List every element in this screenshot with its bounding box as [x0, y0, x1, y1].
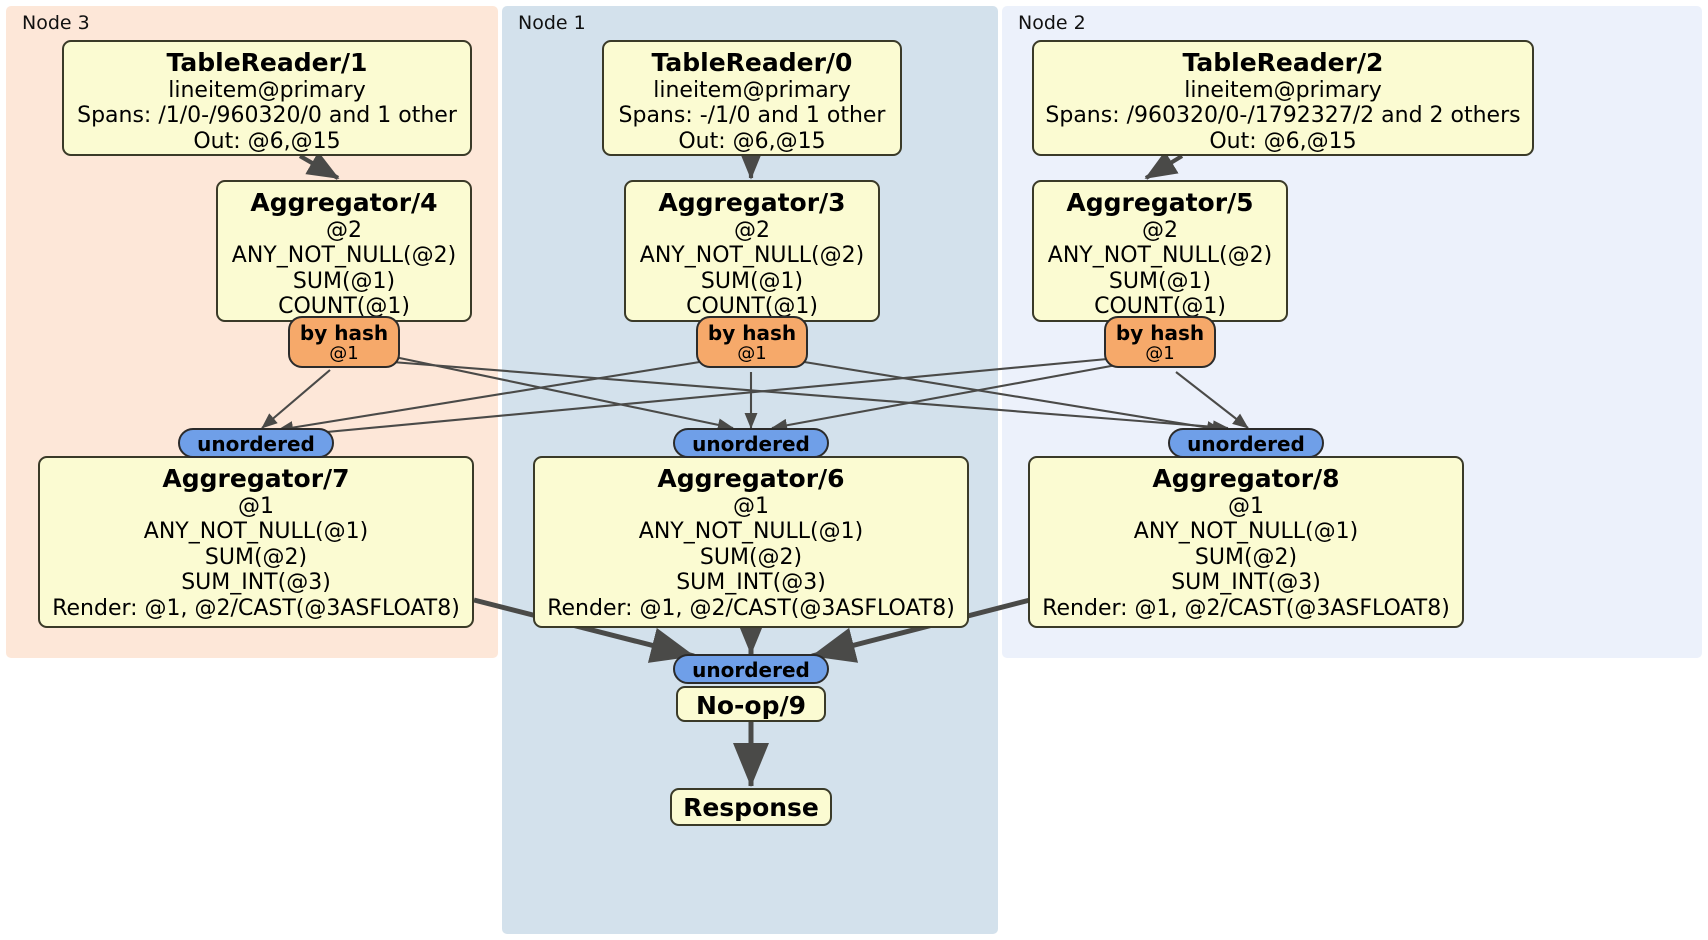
processor-title: Aggregator/6: [657, 464, 845, 493]
processor-line: @2: [1142, 217, 1178, 243]
processor-line: Out: @6,@15: [1209, 128, 1357, 154]
processor-line: COUNT(@1): [1094, 294, 1226, 320]
processor-aggregator-6[interactable]: Aggregator/6 @1 ANY_NOT_NULL(@1) SUM(@2)…: [533, 456, 969, 628]
processor-line: @2: [326, 217, 362, 243]
router-unordered-right[interactable]: unordered: [1168, 428, 1324, 458]
processor-table-reader-1[interactable]: TableReader/1 lineitem@primary Spans: /1…: [62, 40, 472, 156]
region-node-1-label: Node 1: [518, 12, 586, 34]
router-sublabel: @1: [329, 343, 359, 364]
processor-line: @2: [734, 217, 770, 243]
router-by-hash-right[interactable]: by hash @1: [1104, 316, 1216, 368]
processor-line: SUM(@1): [1108, 268, 1212, 294]
region-node-3-label: Node 3: [22, 12, 90, 34]
processor-line: ANY_NOT_NULL(@2): [639, 243, 865, 269]
processor-aggregator-4[interactable]: Aggregator/4 @2 ANY_NOT_NULL(@2) SUM(@1)…: [216, 180, 472, 322]
processor-title: TableReader/0: [651, 48, 853, 77]
processor-title: Response: [683, 793, 819, 822]
processor-response[interactable]: Response: [670, 788, 832, 826]
processor-line: lineitem@primary: [653, 77, 851, 103]
processor-line: Out: @6,@15: [678, 128, 826, 154]
processor-line: SUM(@1): [292, 268, 396, 294]
router-label: unordered: [197, 432, 315, 456]
processor-no-op-9[interactable]: No-op/9: [676, 686, 826, 722]
processor-title: TableReader/2: [1182, 48, 1384, 77]
processor-aggregator-5[interactable]: Aggregator/5 @2 ANY_NOT_NULL(@2) SUM(@1)…: [1032, 180, 1288, 322]
processor-line: SUM_INT(@3): [1171, 570, 1321, 596]
processor-table-reader-2[interactable]: TableReader/2 lineitem@primary Spans: /9…: [1032, 40, 1534, 156]
processor-line: Spans: /960320/0-/1792327/2 and 2 others: [1045, 103, 1521, 129]
processor-line: SUM(@2): [1194, 544, 1298, 570]
processor-line: Render: @1, @2/CAST(@3ASFLOAT8): [547, 595, 955, 621]
processor-line: Render: @1, @2/CAST(@3ASFLOAT8): [1042, 595, 1450, 621]
processor-aggregator-3[interactable]: Aggregator/3 @2 ANY_NOT_NULL(@2) SUM(@1)…: [624, 180, 880, 322]
processor-line: @1: [1228, 493, 1264, 519]
processor-line: SUM_INT(@3): [181, 570, 331, 596]
router-label: unordered: [1187, 432, 1305, 456]
processor-line: SUM_INT(@3): [676, 570, 826, 596]
router-sublabel: @1: [737, 343, 767, 364]
router-label: by hash: [707, 321, 797, 345]
processor-line: ANY_NOT_NULL(@2): [1047, 243, 1273, 269]
processor-line: Spans: /1/0-/960320/0 and 1 other: [77, 103, 457, 129]
router-unordered-left[interactable]: unordered: [178, 428, 334, 458]
processor-line: lineitem@primary: [168, 77, 366, 103]
router-label: by hash: [299, 321, 389, 345]
processor-line: ANY_NOT_NULL(@1): [638, 519, 864, 545]
processor-title: Aggregator/3: [658, 188, 846, 217]
router-label: unordered: [692, 658, 810, 682]
processor-line: SUM(@2): [699, 544, 803, 570]
router-unordered-final[interactable]: unordered: [673, 654, 829, 684]
router-sublabel: @1: [1145, 343, 1175, 364]
processor-line: @1: [238, 493, 274, 519]
region-node-2-label: Node 2: [1018, 12, 1086, 34]
processor-line: COUNT(@1): [686, 294, 818, 320]
processor-line: SUM(@1): [700, 268, 804, 294]
router-unordered-center[interactable]: unordered: [673, 428, 829, 458]
processor-line: Out: @6,@15: [193, 128, 341, 154]
processor-line: COUNT(@1): [278, 294, 410, 320]
processor-title: Aggregator/5: [1066, 188, 1254, 217]
processor-line: @1: [733, 493, 769, 519]
processor-line: SUM(@2): [204, 544, 308, 570]
processor-title: Aggregator/8: [1152, 464, 1340, 493]
processor-line: Spans: -/1/0 and 1 other: [618, 103, 886, 129]
processor-line: lineitem@primary: [1184, 77, 1382, 103]
processor-line: ANY_NOT_NULL(@1): [1133, 519, 1359, 545]
processor-line: Render: @1, @2/CAST(@3ASFLOAT8): [52, 595, 460, 621]
processor-title: Aggregator/4: [250, 188, 438, 217]
router-label: by hash: [1115, 321, 1205, 345]
processor-aggregator-7[interactable]: Aggregator/7 @1 ANY_NOT_NULL(@1) SUM(@2)…: [38, 456, 474, 628]
processor-line: ANY_NOT_NULL(@2): [231, 243, 457, 269]
router-label: unordered: [692, 432, 810, 456]
processor-title: TableReader/1: [166, 48, 368, 77]
processor-title: No-op/9: [695, 691, 807, 720]
router-by-hash-left[interactable]: by hash @1: [288, 316, 400, 368]
router-by-hash-center[interactable]: by hash @1: [696, 316, 808, 368]
processor-table-reader-0[interactable]: TableReader/0 lineitem@primary Spans: -/…: [602, 40, 902, 156]
processor-title: Aggregator/7: [162, 464, 350, 493]
processor-aggregator-8[interactable]: Aggregator/8 @1 ANY_NOT_NULL(@1) SUM(@2)…: [1028, 456, 1464, 628]
processor-line: ANY_NOT_NULL(@1): [143, 519, 369, 545]
